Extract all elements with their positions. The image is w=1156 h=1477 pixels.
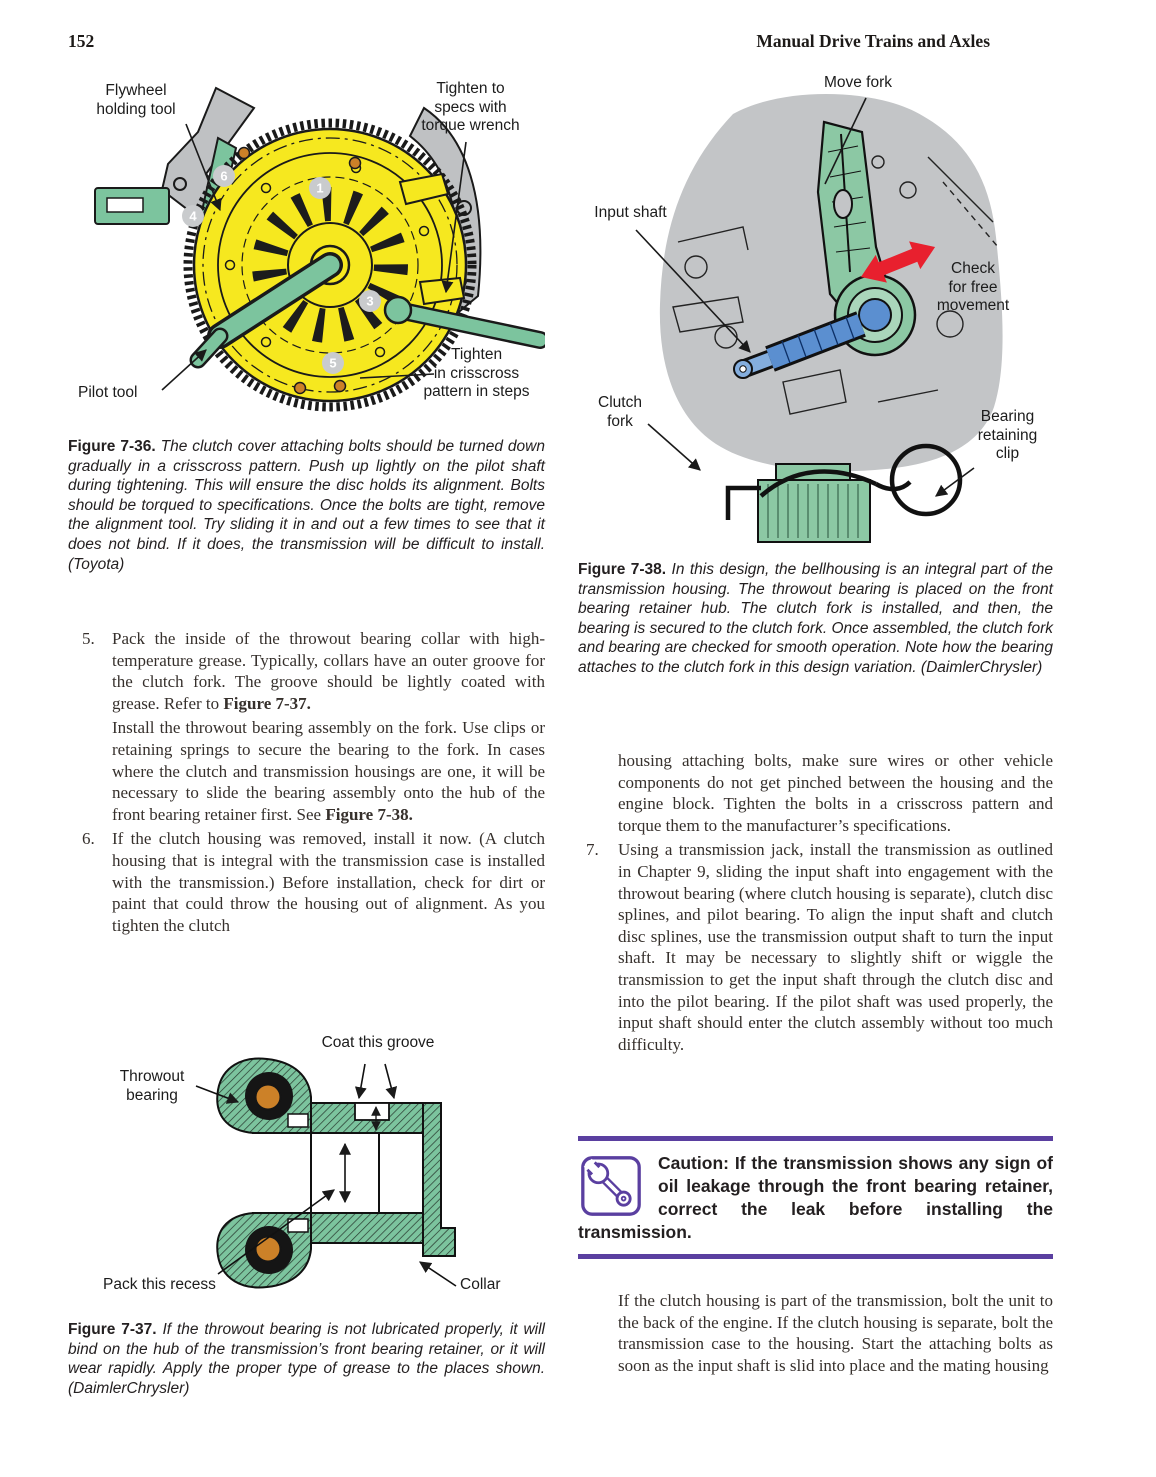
label-coat-this-groove: Coat this groove (321, 1034, 435, 1051)
badge-3: 3 (366, 294, 373, 309)
step-item-5: 5. Pack the inside of the throwout bearin… (68, 628, 545, 714)
leader-lines (635, 97, 975, 497)
figure-7-37-caption: Figure 7-37. If the throwout bearing is … (68, 1320, 545, 1398)
label-tighten-crisscross: Tighten in crisscross pattern in steps (423, 346, 530, 400)
closing-paragraph: If the clutch housing is part of the tra… (618, 1291, 1053, 1375)
figure-7-38: Move fork Input shaft Check for free mov… (578, 72, 1053, 550)
cover-bolts (237, 146, 362, 395)
bearing-retaining-clip (725, 443, 963, 520)
caution-box: Caution: If the transmission shows any s… (578, 1136, 1053, 1259)
figure-7-38-caption-lead: Figure 7-38. (578, 561, 667, 578)
step-item-6: 6. If the clutch housing was removed, ins… (68, 828, 545, 936)
label-bearing-retaining-clip: Bearing retaining clip (977, 408, 1038, 462)
figure-7-37-caption-text: If the throwout bearing is not lubricate… (68, 1321, 546, 1397)
figure-7-38-caption-text: In this design, the bellhousing is an in… (578, 561, 1054, 676)
figure-reference: Figure 7-37. (223, 693, 311, 713)
badge-6: 6 (220, 169, 227, 184)
step-number: 5. (82, 629, 95, 648)
caution-text: Caution: If the transmission shows any s… (578, 1153, 1053, 1242)
figure-7-36: 6 1 4 3 5 Flywheel holding tool Tighten … (68, 78, 545, 432)
label-clutch-fork: Clutch fork (598, 394, 642, 430)
pilot-tool (189, 252, 343, 369)
step-5-continuation: Install the throwout bearing assembly on… (68, 717, 545, 825)
figure-7-37: Throwout bearing Coat this groove Pack t… (68, 1018, 545, 1314)
figure-7-36-illustration: 6 1 4 3 5 (94, 86, 545, 412)
figure-7-38-caption: Figure 7-38. In this design, the bellhou… (578, 560, 1053, 678)
leader-lines (161, 123, 467, 391)
input-shaft (733, 311, 866, 379)
step-text: If the clutch housing was removed, insta… (112, 829, 545, 935)
step-text: Install the throwout bearing assembly on… (112, 718, 545, 824)
label-input-shaft: Input shaft (594, 204, 667, 221)
figure-7-37-illustration (195, 1057, 457, 1289)
step-text: Pack the inside of the throwout bearing … (112, 629, 545, 713)
badge-5: 5 (329, 356, 336, 371)
step-item-7: 7. Using a transmission jack, install the… (578, 839, 1053, 1055)
step-number: 7. (586, 840, 599, 860)
label-move-fork: Move fork (823, 74, 893, 91)
steps-left-column: 5. Pack the inside of the throwout bearin… (68, 628, 545, 939)
label-flywheel-holding-tool: Flywheel holding tool (96, 82, 176, 118)
torque-wrench (383, 295, 545, 349)
closing-paragraph-wrap: If the clutch housing is part of the tra… (578, 1290, 1053, 1379)
figure-7-38-illustration (635, 93, 1003, 543)
figure-7-37-caption-lead: Figure 7-37. (68, 1321, 157, 1338)
step-text: Using a transmission jack, install the t… (618, 840, 1053, 1054)
figure-7-36-caption-lead: Figure 7-36. (68, 438, 156, 455)
step-number: 6. (82, 829, 95, 849)
label-check-free-movement: Check for free movement (936, 260, 1010, 314)
badge-1: 1 (316, 181, 323, 196)
bearing-cross-section (216, 1057, 456, 1289)
label-throwout-bearing: Throwout bearing (119, 1068, 185, 1104)
running-title: Manual Drive Trains and Axles (756, 31, 990, 51)
page-number: 152 (68, 31, 95, 51)
badge-4: 4 (189, 209, 197, 224)
figure-7-36-caption-text: The clutch cover attaching bolts should … (68, 438, 545, 573)
label-pilot-tool: Pilot tool (78, 384, 138, 401)
steps-right-column: housing attaching bolts, make sure wires… (578, 750, 1053, 1058)
wrench-icon (580, 1155, 642, 1217)
figure-reference: Figure 7-38. (325, 804, 413, 824)
annotation-arrows (195, 1063, 457, 1287)
label-tighten-to-specs: Tighten to specs with torque wrench (421, 80, 520, 134)
throwout-bearing-assembly (757, 463, 871, 543)
step-6-continuation: housing attaching bolts, make sure wires… (618, 751, 1053, 835)
label-collar: Collar (460, 1276, 501, 1293)
figure-7-36-caption: Figure 7-36. The clutch cover attaching … (68, 437, 545, 574)
bolt-sequence-badges: 6 1 4 3 5 (182, 165, 381, 374)
free-movement-arrow (860, 241, 936, 283)
label-pack-this-recess: Pack this recess (103, 1276, 216, 1293)
